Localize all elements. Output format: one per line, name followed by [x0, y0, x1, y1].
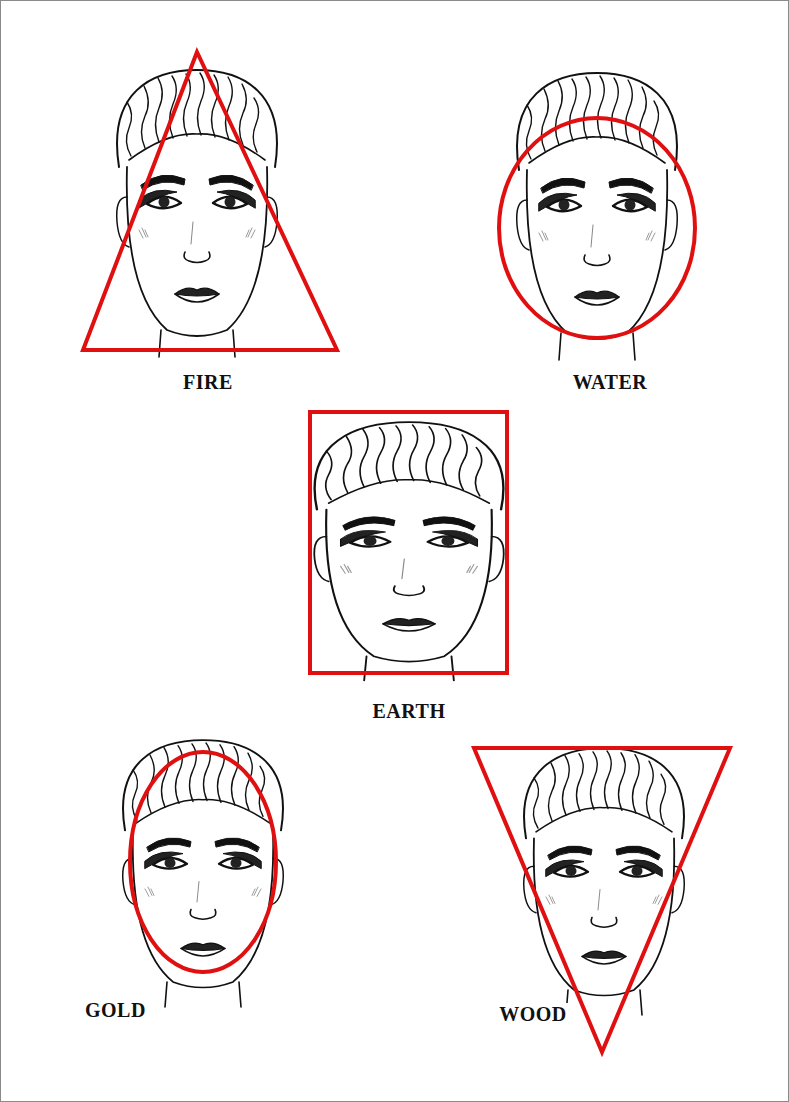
element-label: FIRE	[181, 371, 235, 394]
face-sketch	[524, 748, 685, 1015]
water-circle	[499, 118, 695, 338]
fire-triangle	[83, 52, 337, 350]
element-label: WOOD	[497, 1003, 569, 1026]
element-label: GOLD	[83, 999, 148, 1022]
wood-triangle	[474, 748, 730, 1052]
gold-oval	[130, 752, 276, 972]
element-label: WATER	[571, 371, 649, 394]
earth-square	[310, 412, 507, 673]
element-label: EARTH	[371, 700, 448, 723]
face-sketch	[123, 740, 284, 1007]
face-sketch	[314, 422, 503, 680]
face-sketch	[117, 70, 278, 357]
